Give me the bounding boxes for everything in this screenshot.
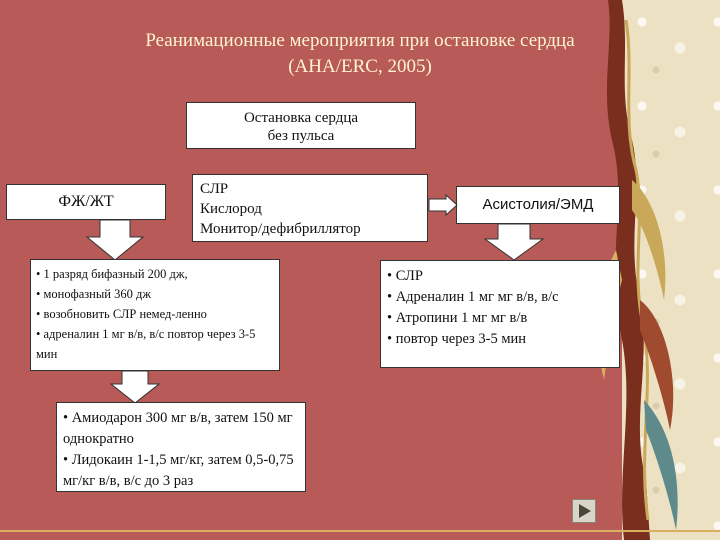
play-forward-icon — [573, 500, 595, 522]
slide-title: Реанимационные мероприятия при остановке… — [0, 30, 720, 52]
start-box-line1: Остановка сердца — [187, 109, 415, 127]
asystole-label: Асистолия/ЭМД — [483, 196, 594, 213]
list-item: • Лидокаин 1-1,5 мг/кг, затем 0,5-0,75 м… — [63, 450, 301, 492]
arrow-right-to-asystole — [428, 194, 458, 216]
antiarrhythmic-list: • Амиодарон 300 мг в/в, затем 150 мг одн… — [63, 408, 301, 492]
start-box-line2: без пульса — [187, 127, 415, 145]
cpr-box: СЛР Кислород Монитор/дефибриллятор — [192, 174, 428, 242]
cpr-box-line1: СЛР — [200, 179, 427, 199]
arrow-down-asystole — [484, 223, 544, 261]
footer-divider — [0, 530, 720, 532]
list-item: • адреналин 1 мг в/в, в/с повтор через 3… — [36, 324, 275, 364]
list-item: • 1 разряд бифазный 200 дж, — [36, 264, 275, 284]
antiarrhythmic-box: • Амиодарон 300 мг в/в, затем 150 мг одн… — [56, 402, 306, 492]
start-box: Остановка сердца без пульса — [186, 102, 416, 149]
arrow-down-vf — [86, 219, 144, 261]
slide-subtitle: (АНА/ERC, 2005) — [0, 56, 720, 78]
asystole-actions-box: • СЛР • Адреналин 1 мг мг в/в, в/с • Атр… — [380, 260, 620, 368]
list-item: • Адреналин 1 мг мг в/в, в/с — [387, 287, 615, 308]
asystole-actions-list: • СЛР • Адреналин 1 мг мг в/в, в/с • Атр… — [387, 266, 615, 350]
cpr-box-line3: Монитор/дефибриллятор — [200, 219, 427, 239]
vf-vt-label: ФЖ/ЖТ — [58, 193, 113, 210]
cpr-box-line2: Кислород — [200, 199, 427, 219]
list-item: • монофазный 360 дж — [36, 284, 275, 304]
list-item: • возобновить СЛР немед-ленно — [36, 304, 275, 324]
vf-actions-box: • 1 разряд бифазный 200 дж, • монофазный… — [30, 259, 280, 371]
vf-actions-list: • 1 разряд бифазный 200 дж, • монофазный… — [36, 264, 275, 364]
list-item: • СЛР — [387, 266, 615, 287]
list-item: • Амиодарон 300 мг в/в, затем 150 мг одн… — [63, 408, 301, 450]
arrow-down-antiarrhythmic — [110, 370, 160, 404]
vf-vt-box: ФЖ/ЖТ — [6, 184, 166, 220]
asystole-box: Асистолия/ЭМД — [456, 186, 620, 224]
next-slide-button[interactable] — [572, 499, 596, 523]
list-item: • повтор через 3-5 мин — [387, 329, 615, 350]
list-item: • Атропини 1 мг мг в/в — [387, 308, 615, 329]
